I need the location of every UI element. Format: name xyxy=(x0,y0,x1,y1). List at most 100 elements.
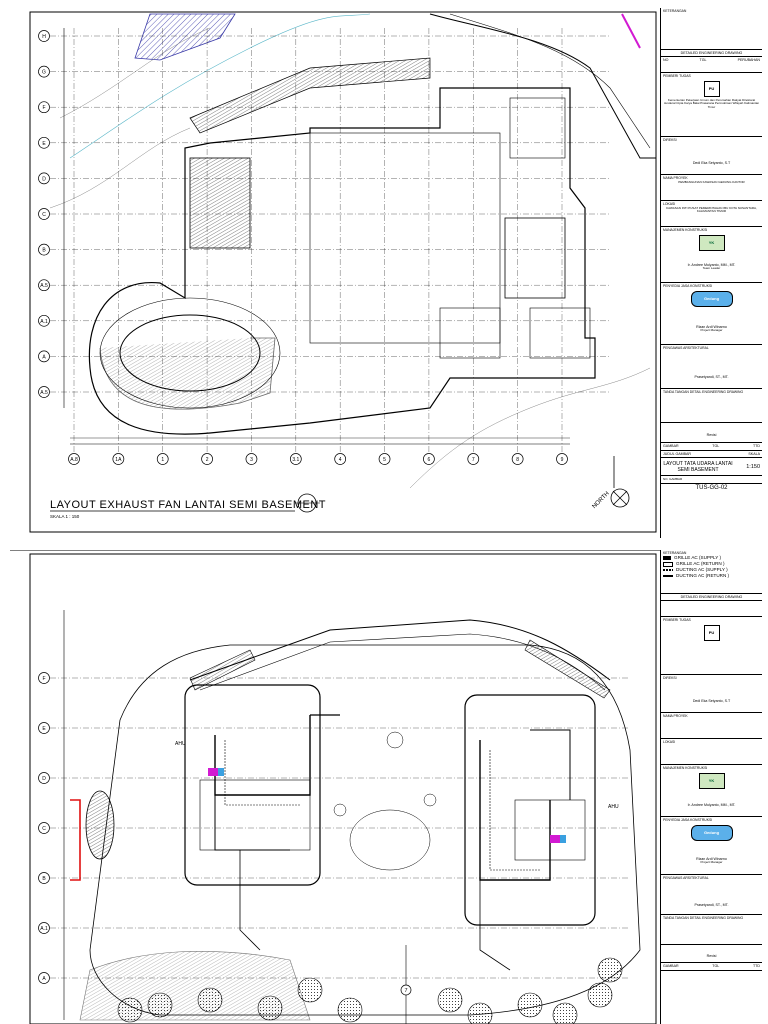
tb-tanda-tangan: TANDA TANGAN DETAIL ENGINEERING DRAWING xyxy=(661,389,762,424)
tb-penyedia: PENYEDIA JASA KONSTRUKSI Gedung Rizan Ar… xyxy=(661,283,762,346)
building-outline xyxy=(88,87,596,435)
row-grid-marker xyxy=(38,972,50,984)
tb-label: MANAJEMEN KONSTRUKSI xyxy=(663,228,708,233)
tb-judul-row: JUDUL GAMBAR SKALA xyxy=(661,451,762,459)
room-block xyxy=(509,97,566,159)
tb-text: PEMBANGUNAN KAWASAN GEDUNG KANTOR xyxy=(678,179,745,184)
tb-label: GAMBAR xyxy=(663,444,679,449)
row-grid-label: C xyxy=(42,212,46,218)
row-grid-marker xyxy=(38,772,50,784)
legend-label: DUCTING AC (SUPPLY ) xyxy=(676,567,728,573)
tb-label: PENGAWAS ARSITEKTURAL xyxy=(663,876,709,881)
row-grid-marker xyxy=(38,243,50,256)
row-grid-label: F xyxy=(42,676,45,682)
tb-header: DETAILED ENGINEERING DRAWING xyxy=(661,50,762,58)
tb-label: MANAJEMEN KONSTRUKSI xyxy=(663,766,708,771)
tb-penyedia: PENYEDIA JASA KONSTRUKSI Gedung Rizan Ar… xyxy=(661,817,762,876)
tb-label: PENGAWAS ARSITEKTURAL xyxy=(663,346,709,351)
green-area-hatch xyxy=(134,13,236,61)
tb-label: TTD xyxy=(752,964,760,969)
tb-revision-table xyxy=(661,601,762,618)
row-grid-marker xyxy=(38,722,50,734)
tb-label: DIREKSI xyxy=(663,676,677,681)
legend-label: GRILLE AC (SUPPLY ) xyxy=(674,555,722,561)
tb-rev-col: PERUBAHAN xyxy=(737,58,760,63)
tb-revision: Revisi xyxy=(661,423,762,444)
column-grid-marker xyxy=(400,984,412,996)
row-grid-marker xyxy=(38,822,50,834)
row-grid-marker xyxy=(38,279,50,292)
legend-item: DUCTING AC (RETURN ) xyxy=(663,573,760,579)
tb-sign: Rizan Ardi Winarno xyxy=(696,856,727,861)
row-grid-label: E xyxy=(42,141,46,147)
row-grid-label: C xyxy=(42,826,46,832)
column-grid-marker xyxy=(556,453,568,465)
tb-text: Kementerian Pekerjaan Umum dan Perumahan… xyxy=(663,97,760,109)
row-grid-label: B xyxy=(42,876,46,882)
contour-line xyxy=(49,127,191,209)
contour-line xyxy=(409,367,651,489)
column-grid-label: 3.1 xyxy=(292,457,299,463)
tb-lokasi: LOKASI xyxy=(661,739,762,766)
legend-item: GRILLE AC (RETURN ) xyxy=(663,561,760,567)
row-grid-label: D xyxy=(42,176,46,182)
tb-direksi: DIREKSI Dedi Eka Setyanto, S.T xyxy=(661,675,762,714)
title-block: KETERANGAN DETAILED ENGINEERING DRAWING … xyxy=(660,8,762,538)
tb-direksi: DIREKSI Dedi Eka Setyanto, S.T xyxy=(661,137,762,176)
tb-label: LOKASI xyxy=(663,202,676,207)
parking-area xyxy=(309,132,501,344)
column-grid-marker xyxy=(423,453,435,465)
red-boundary xyxy=(70,799,81,881)
title-block-2: KETERANGAN GRILLE AC (SUPPLY )GRILLE AC … xyxy=(660,550,762,1024)
tb-label: PEMBERI TUGAS xyxy=(663,618,691,623)
drawing-title: LAYOUT EXHAUST FAN LANTAI SEMI BASEMENT xyxy=(50,499,326,511)
room-block xyxy=(529,307,591,359)
tb-label: KETERANGAN xyxy=(663,551,687,555)
pu-logo-icon: PU xyxy=(703,624,720,641)
tb-label: TGL xyxy=(712,964,720,969)
column-grid-marker xyxy=(378,453,391,465)
column-grid-label: 8 xyxy=(516,457,519,463)
ahu-unit-left-2 xyxy=(218,768,224,776)
tb-label: TANDA TANGAN DETAIL ENGINEERING DRAWING xyxy=(663,916,744,921)
core-left xyxy=(189,157,251,249)
tb-label: LOKASI xyxy=(663,740,676,745)
row-grid-marker xyxy=(38,872,50,884)
tb-nama-proyek: NAMA PROYEK xyxy=(661,713,762,740)
gedung-logo-icon: Gedung xyxy=(690,290,733,307)
legend-swatch-icon xyxy=(663,569,673,572)
column-grid-label: 3 xyxy=(250,457,253,463)
tb-no-gambar-label: NO. GAMBAR xyxy=(661,476,762,484)
road-top xyxy=(449,13,651,149)
row-grid-label: F xyxy=(42,105,45,111)
column-grid-label: 7 xyxy=(404,988,407,994)
tb-sign: Ir. Andree Mulyanto, MM., MT. xyxy=(687,262,736,267)
tb-header: DETAILED ENGINEERING DRAWING xyxy=(661,594,762,602)
ahu-label: AHU xyxy=(175,741,186,747)
tb-nama-proyek: NAMA PROYEK PEMBANGUNAN KAWASAN GEDUNG K… xyxy=(661,175,762,202)
row-grid-label: H xyxy=(42,34,46,40)
row-grid-label: E xyxy=(42,726,46,732)
tb-mk: MANAJEMEN KONSTRUKSI YK Ir. Andree Mulya… xyxy=(661,227,762,284)
row-grid-label: A.1 xyxy=(40,319,48,325)
mk-logo-icon: YK xyxy=(698,234,725,251)
column-grid-marker xyxy=(245,453,258,465)
north-label: NORTH xyxy=(592,491,611,510)
row-grid-label: A xyxy=(42,976,46,982)
tb-label: JUDUL GAMBAR xyxy=(663,451,692,456)
tb-label: TGL xyxy=(712,444,720,449)
legend-item: GRILLE AC (SUPPLY ) xyxy=(663,555,760,561)
tb-role: Project Manager xyxy=(700,860,723,865)
ahu-label: AHU xyxy=(608,804,619,810)
tb-judul-value: LAYOUT TATA UDARA LANTAI SEMI BASEMENT 1… xyxy=(661,458,762,477)
tb-revision-table: NO TGL PERUBAHAN xyxy=(661,57,762,74)
tree-icon xyxy=(467,1002,493,1024)
tb-label: TANDA TANGAN DETAIL ENGINEERING DRAWING xyxy=(663,390,744,395)
tb-label: NAMA PROYEK xyxy=(663,714,688,719)
row-grid-label: A.5 xyxy=(40,283,48,289)
